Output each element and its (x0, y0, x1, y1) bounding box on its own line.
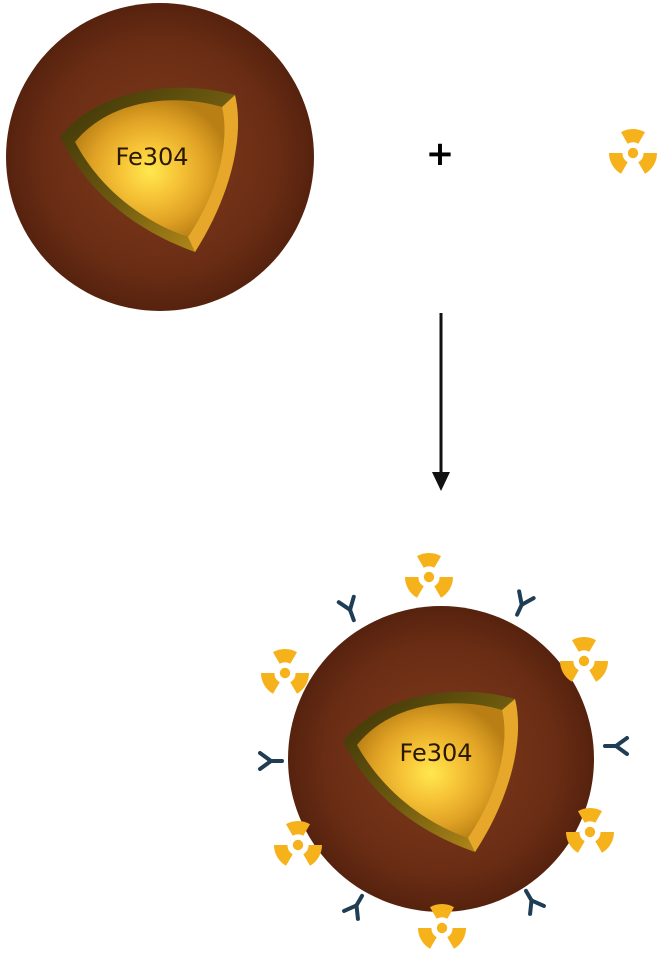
product-core: Fe304 (343, 691, 519, 852)
reactant-core: Fe304 (60, 87, 239, 252)
reaction-arrow (432, 313, 450, 491)
radioisotope-reactant-icon (609, 128, 657, 174)
antibody-icon (342, 889, 371, 921)
antibody-icon (517, 884, 546, 916)
antibody-icon (603, 736, 629, 756)
radioisotope-icon (560, 636, 608, 682)
antibody-icon (507, 589, 536, 621)
antibody-icon (336, 594, 364, 625)
reactant-nanoparticle: Fe304 (6, 3, 314, 311)
product-core-label: Fe304 (399, 739, 472, 767)
product-nanoparticle: Fe304 (258, 552, 629, 949)
reactant-core-label: Fe304 (115, 143, 188, 171)
plus-operator: + (426, 134, 455, 174)
radioisotope-icon (261, 648, 309, 694)
radioisotope-icon (405, 552, 453, 598)
antibody-icon (258, 751, 284, 771)
